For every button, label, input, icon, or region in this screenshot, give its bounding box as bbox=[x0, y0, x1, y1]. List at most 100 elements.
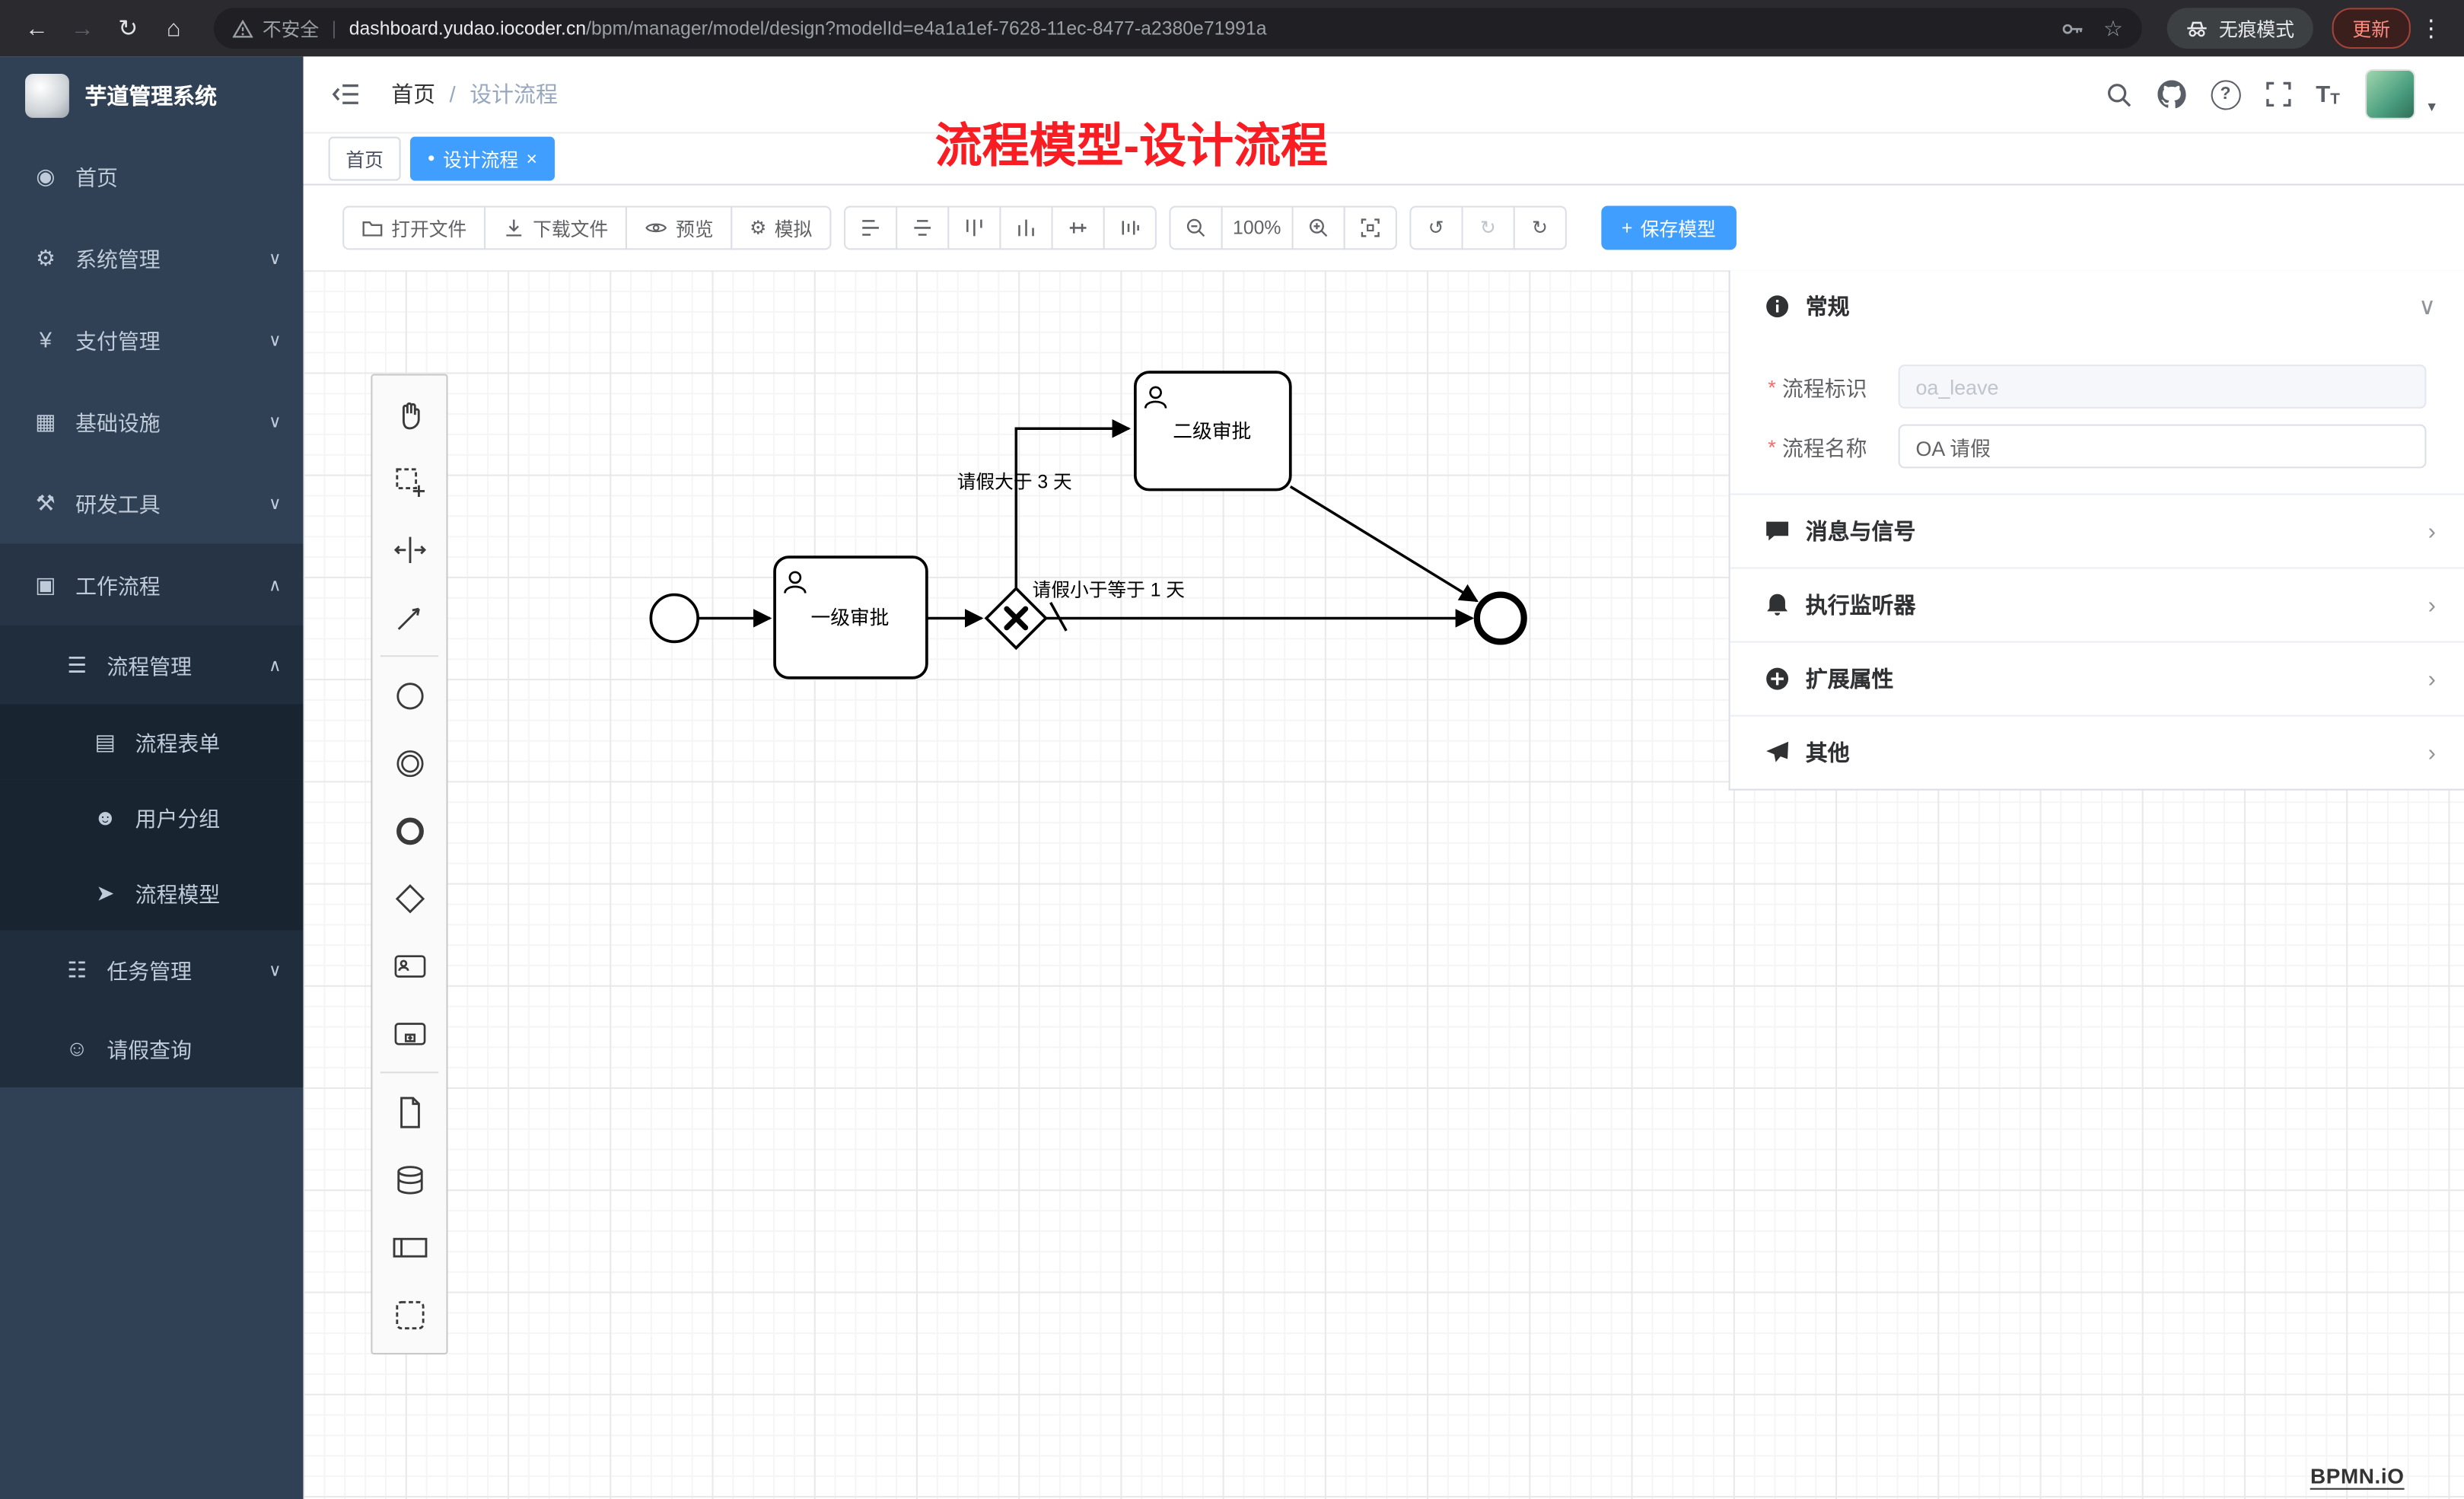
palette-participant-pool[interactable] bbox=[377, 1213, 442, 1281]
align-top-button[interactable] bbox=[947, 205, 1001, 250]
distribute-horizontal-button[interactable] bbox=[1051, 205, 1105, 250]
palette-file[interactable] bbox=[377, 1078, 442, 1146]
sidebar-item-process-model[interactable]: ➤ 流程模型 bbox=[0, 855, 304, 931]
palette-data-store[interactable] bbox=[377, 1145, 442, 1213]
align-horizontal-center-button[interactable] bbox=[895, 205, 949, 250]
home-icon[interactable]: ⌂ bbox=[166, 14, 181, 42]
properties-panel: 常规 ∨ * 流程标识 * 流程名称 bbox=[1728, 270, 2464, 791]
palette-subprocess[interactable] bbox=[377, 999, 442, 1067]
process-key-input[interactable] bbox=[1898, 364, 2427, 409]
browser-update-button[interactable]: 更新 bbox=[2332, 8, 2411, 49]
bookmark-star-icon[interactable]: ☆ bbox=[2103, 14, 2123, 40]
bpmn-canvas[interactable]: 一级审批 请假大于 3 天 请假小于等于 1 天 bbox=[303, 270, 2464, 1499]
bpmn-io-watermark[interactable]: BPMN.iO bbox=[2310, 1465, 2405, 1490]
key-icon[interactable] bbox=[2061, 17, 2084, 40]
start-event[interactable] bbox=[649, 593, 699, 644]
github-icon[interactable] bbox=[2157, 80, 2185, 109]
sidebar-item-payment[interactable]: ¥ 支付管理 ∨ bbox=[0, 298, 304, 380]
section-messages-signals[interactable]: 消息与信号 › bbox=[1730, 493, 2464, 567]
process-name-input[interactable] bbox=[1898, 424, 2427, 469]
undo-button[interactable]: ↺ bbox=[1409, 205, 1463, 250]
save-model-button[interactable]: + 保存模型 bbox=[1600, 205, 1737, 250]
bpmn-diagram[interactable]: 一级审批 请假大于 3 天 请假小于等于 1 天 bbox=[304, 270, 2464, 1499]
section-extended-attributes[interactable]: 扩展属性 › bbox=[1730, 641, 2464, 715]
t-large-glyph: T bbox=[2316, 81, 2331, 108]
task-second-approval[interactable] bbox=[1133, 371, 1292, 492]
sidebar-item-leave-query[interactable]: ☺ 请假查询 bbox=[0, 1008, 304, 1088]
section-general[interactable]: 常规 ∨ bbox=[1730, 270, 2464, 342]
palette-user-task[interactable] bbox=[377, 932, 442, 1000]
palette-intermediate-event[interactable] bbox=[377, 729, 442, 797]
refresh-button[interactable]: ↻ bbox=[1513, 205, 1567, 250]
button-label: 预览 bbox=[676, 218, 714, 240]
breadcrumb-current: 设计流程 bbox=[470, 81, 558, 107]
palette-lasso-tool[interactable] bbox=[377, 448, 442, 516]
task-first-approval[interactable] bbox=[773, 555, 928, 679]
fullscreen-icon[interactable] bbox=[2265, 81, 2291, 107]
palette-end-event[interactable] bbox=[377, 797, 442, 864]
history-button-group: ↺ ↻ ↻ bbox=[1409, 205, 1567, 250]
sidebar-item-process-form[interactable]: ▤ 流程表单 bbox=[0, 704, 304, 780]
palette-start-event[interactable] bbox=[377, 661, 442, 729]
forward-icon[interactable]: → bbox=[70, 14, 94, 42]
address-bar[interactable]: 不安全 | dashboard.yudao.iocoder.cn/bpm/man… bbox=[213, 8, 2142, 49]
chevron-down-icon[interactable]: ∨ bbox=[2418, 294, 2436, 321]
section-title: 消息与信号 bbox=[1805, 518, 1916, 544]
sidebar-item-system[interactable]: ⚙ 系统管理 ∨ bbox=[0, 217, 304, 298]
reload-icon[interactable]: ↻ bbox=[118, 15, 138, 43]
help-icon[interactable]: ? bbox=[2210, 79, 2241, 110]
flow-task2-to-end[interactable] bbox=[1289, 485, 1479, 603]
sidebar-nav: ◉ 首页 ⚙ 系统管理 ∨ ¥ 支付管理 ∨ ▦ 基础设施 ∨ bbox=[0, 135, 304, 1088]
align-left-button[interactable] bbox=[843, 205, 897, 250]
chevron-down-icon: ∨ bbox=[269, 330, 282, 350]
chevron-right-icon: › bbox=[2427, 591, 2436, 619]
sidebar-item-workflow[interactable]: ▣ 工作流程 ∧ bbox=[0, 543, 304, 625]
open-file-button[interactable]: 打开文件 bbox=[342, 205, 486, 250]
zoom-in-button[interactable] bbox=[1291, 205, 1345, 250]
sidebar-item-home[interactable]: ◉ 首页 bbox=[0, 135, 304, 217]
zoom-reset-button[interactable] bbox=[1343, 205, 1397, 250]
section-other[interactable]: 其他 › bbox=[1730, 714, 2464, 789]
search-icon[interactable] bbox=[2106, 81, 2132, 107]
close-icon[interactable]: × bbox=[526, 148, 538, 170]
plus-circle-icon bbox=[1766, 667, 1789, 690]
sidebar-item-label: 基础设施 bbox=[75, 412, 161, 436]
avatar-caret-icon[interactable]: ▾ bbox=[2427, 99, 2436, 116]
palette-gateway[interactable] bbox=[377, 864, 442, 932]
palette-hand-tool[interactable] bbox=[377, 380, 442, 448]
sidebar-item-process-management[interactable]: ☰ 流程管理 ∧ bbox=[0, 625, 304, 705]
back-icon[interactable]: ← bbox=[25, 14, 49, 42]
tab-design-process[interactable]: ● 设计流程 × bbox=[410, 136, 555, 181]
zoom-out-button[interactable] bbox=[1169, 205, 1223, 250]
palette-global-connect-tool[interactable] bbox=[377, 583, 442, 651]
download-file-button[interactable]: 下载文件 bbox=[484, 205, 628, 250]
sidebar-item-task-management[interactable]: ☷ 任务管理 ∨ bbox=[0, 930, 304, 1009]
preview-button[interactable]: 预览 bbox=[625, 205, 733, 250]
breadcrumb-home[interactable]: 首页 bbox=[391, 81, 436, 107]
message-icon bbox=[1766, 521, 1789, 541]
palette-group[interactable] bbox=[377, 1281, 442, 1348]
download-icon bbox=[506, 219, 522, 237]
sidebar-item-user-groups[interactable]: ☻ 用户分组 bbox=[0, 779, 304, 855]
tab-home[interactable]: 首页 bbox=[328, 136, 401, 181]
question-glyph: ? bbox=[2220, 84, 2231, 104]
simulate-button[interactable]: ⚙ 模拟 bbox=[731, 205, 832, 250]
align-bottom-button[interactable] bbox=[999, 205, 1053, 250]
browser-menu-icon[interactable]: ⋮ bbox=[2419, 15, 2443, 43]
gear-icon: ⚙ bbox=[35, 244, 56, 270]
sidebar-item-devtools[interactable]: ⚒ 研发工具 ∨ bbox=[0, 462, 304, 543]
security-status[interactable]: 不安全 bbox=[232, 15, 319, 42]
distribute-vertical-button[interactable] bbox=[1103, 205, 1157, 250]
collapse-sidebar-icon[interactable] bbox=[332, 81, 360, 107]
tab-label: 设计流程 bbox=[443, 148, 519, 171]
redo-button[interactable]: ↻ bbox=[1461, 205, 1515, 250]
section-execution-listeners[interactable]: 执行监听器 › bbox=[1730, 567, 2464, 641]
avatar[interactable] bbox=[2364, 68, 2415, 119]
palette-space-tool[interactable] bbox=[377, 515, 442, 583]
sidebar-item-infrastructure[interactable]: ▦ 基础设施 ∨ bbox=[0, 380, 304, 462]
end-event[interactable] bbox=[1473, 591, 1527, 645]
breadcrumb-separator: / bbox=[449, 81, 456, 107]
flow-gateway-to-task2[interactable] bbox=[1014, 419, 1132, 589]
grid-icon: ▦ bbox=[35, 407, 56, 433]
